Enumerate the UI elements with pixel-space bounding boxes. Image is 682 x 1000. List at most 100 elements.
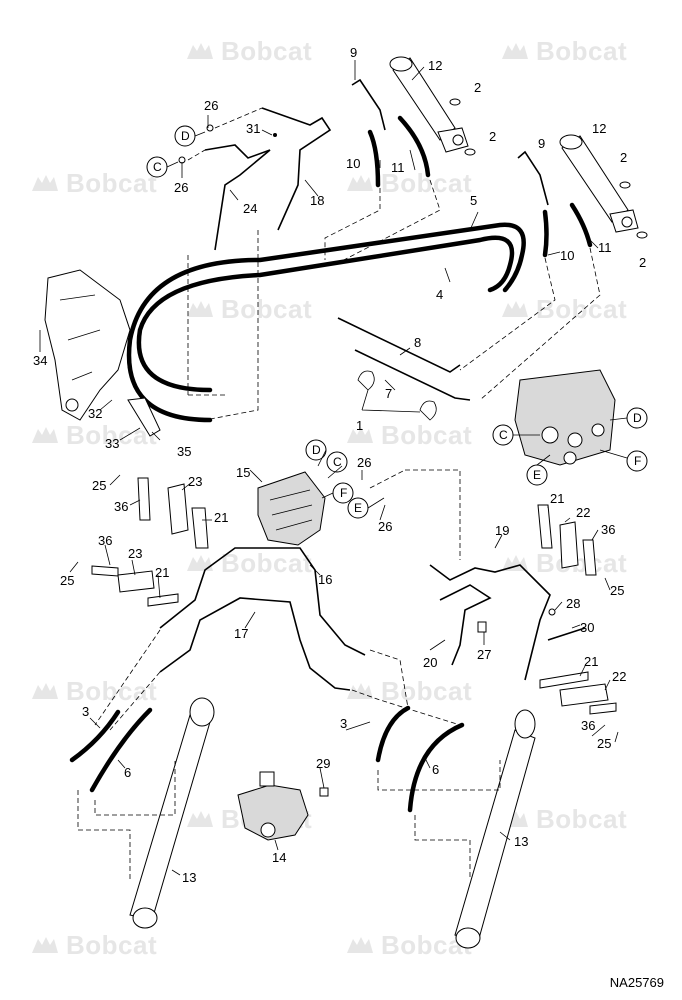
bracket-36	[582, 539, 597, 576]
bracket-21	[191, 507, 209, 549]
watermark: Bobcat	[185, 294, 312, 325]
label-23: 23	[128, 546, 142, 561]
svg-text:C: C	[153, 160, 162, 174]
label-21: 21	[155, 565, 169, 580]
label-24: 24	[243, 201, 257, 216]
watermark: Bobcat	[500, 36, 627, 67]
tube-20	[439, 584, 492, 666]
label-23: 23	[188, 474, 202, 489]
guide-line	[324, 188, 381, 260]
o-ring-2	[449, 98, 461, 106]
guide-line	[377, 760, 501, 880]
watermark: Bobcat	[345, 420, 472, 451]
label-1: 1	[356, 418, 363, 433]
tube-7	[354, 349, 471, 401]
svg-text:E: E	[533, 468, 541, 482]
label-20: 20	[423, 655, 437, 670]
label-14: 14	[272, 850, 286, 865]
watermark: Bobcat	[185, 548, 312, 579]
cylinder-13-right	[454, 709, 536, 949]
hose-3	[375, 705, 411, 763]
watermark-text: Bobcat	[66, 420, 158, 450]
callout-D: D	[626, 407, 648, 429]
label-2: 2	[489, 129, 496, 144]
callout-C: C	[492, 424, 514, 446]
tube-9	[351, 78, 386, 131]
hose-11	[397, 115, 431, 178]
label-4: 4	[436, 287, 443, 302]
clamp-23	[117, 570, 155, 593]
label-32: 32	[88, 406, 102, 421]
hose-4	[136, 235, 515, 393]
o-ring-2	[619, 181, 631, 189]
label-25: 25	[60, 573, 74, 588]
watermark-text: Bobcat	[536, 294, 628, 324]
o-ring-2	[464, 148, 476, 156]
watermark-text: Bobcat	[536, 804, 628, 834]
label-7: 7	[385, 386, 392, 401]
hose-6	[89, 707, 153, 793]
label-25: 25	[597, 736, 611, 751]
callout-E: E	[347, 497, 369, 519]
cylinder-13-left	[129, 697, 215, 929]
clamp-22	[559, 683, 609, 707]
guide-line	[369, 469, 461, 560]
label-10: 10	[560, 248, 574, 263]
label-9: 9	[538, 136, 545, 151]
valve-assembly-right	[514, 369, 616, 466]
watermark-text: Bobcat	[536, 36, 628, 66]
tube-9	[517, 150, 549, 206]
label-34: 34	[33, 353, 47, 368]
tube-8	[337, 317, 461, 373]
bobcat-logo-icon	[32, 175, 58, 191]
guide-line	[214, 107, 263, 129]
watermark: Bobcat	[30, 420, 157, 451]
label-17: 17	[234, 626, 248, 641]
watermark-text: Bobcat	[221, 294, 313, 324]
tube-17	[159, 597, 351, 691]
watermark: Bobcat	[500, 294, 627, 325]
label-5: 5	[470, 193, 477, 208]
mount-bracket	[44, 269, 131, 421]
hose-10	[367, 129, 381, 188]
label-8: 8	[414, 335, 421, 350]
svg-text:C: C	[333, 455, 342, 469]
cylinder-12-left	[389, 56, 469, 153]
bracket-21	[539, 671, 589, 689]
guide-line	[351, 649, 461, 726]
bobcat-logo-icon	[347, 937, 373, 953]
watermark-text: Bobcat	[221, 548, 313, 578]
hose-10	[542, 209, 549, 258]
bobcat-logo-icon	[187, 43, 213, 59]
callout-C: C	[326, 451, 348, 473]
bracket-36	[91, 565, 119, 577]
bobcat-logo-icon	[32, 427, 58, 443]
label-26: 26	[357, 455, 371, 470]
label-9: 9	[350, 45, 357, 60]
bobcat-logo-icon	[32, 683, 58, 699]
watermark-text: Bobcat	[536, 548, 628, 578]
guide-line	[204, 230, 259, 421]
callout-D: D	[174, 125, 196, 147]
watermark: Bobcat	[500, 804, 627, 835]
guide-line	[94, 629, 161, 731]
label-13: 13	[182, 870, 196, 885]
callout-F: F	[626, 450, 648, 472]
label-36: 36	[98, 533, 112, 548]
bobcat-logo-icon	[502, 43, 528, 59]
bracket-36	[137, 477, 151, 521]
label-10: 10	[346, 156, 360, 171]
valve-14	[237, 771, 309, 841]
drawing-code: NA25769	[609, 975, 664, 990]
label-26: 26	[378, 519, 392, 534]
label-2: 2	[639, 255, 646, 270]
watermark: Bobcat	[30, 168, 157, 199]
label-11: 11	[391, 160, 405, 175]
label-3: 3	[340, 716, 347, 731]
label-18: 18	[310, 193, 324, 208]
bobcat-logo-icon	[347, 175, 373, 191]
watermark: Bobcat	[185, 36, 312, 67]
bobcat-logo-icon	[187, 301, 213, 317]
label-6: 6	[432, 762, 439, 777]
label-22: 22	[612, 669, 626, 684]
